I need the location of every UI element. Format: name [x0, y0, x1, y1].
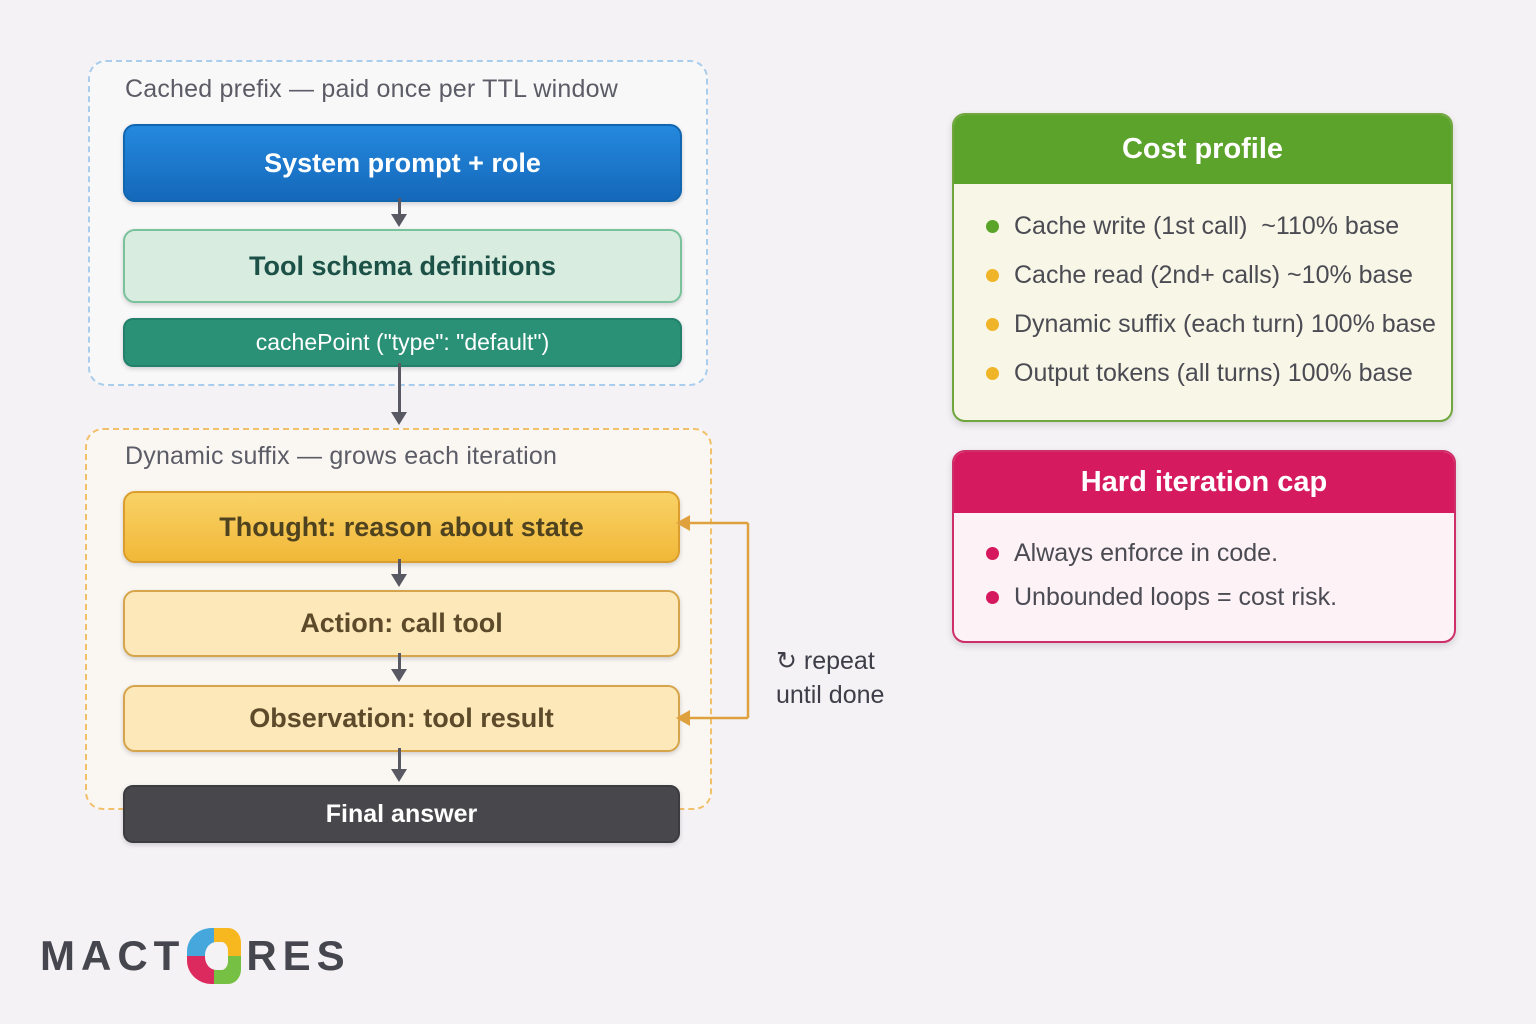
cached-prefix-title: Cached prefix — paid once per TTL window — [125, 75, 618, 103]
node-action: Action: call tool — [123, 590, 680, 657]
bullet-amber-icon — [986, 318, 999, 331]
list-item: Unbounded loops = cost risk. — [986, 575, 1434, 619]
hard-iteration-cap-list: Always enforce in code. Unbounded loops … — [954, 513, 1454, 641]
arrow-observation-to-final-icon — [391, 748, 407, 782]
arrow-system-to-schema-icon — [391, 198, 407, 227]
loop-label: ↻ repeat until done — [776, 644, 884, 712]
node-observation: Observation: tool result — [123, 685, 680, 752]
repeat-icon: ↻ — [776, 647, 797, 675]
cost-profile-header: Cost profile — [954, 115, 1451, 184]
arrow-action-to-observation-icon — [391, 653, 407, 682]
node-cache-point: cachePoint ("type": "default") — [123, 318, 682, 367]
loop-arrow-icon — [676, 515, 750, 726]
bullet-green-icon — [986, 220, 999, 233]
mactores-logo: MACT RES — [40, 928, 351, 984]
bullet-pink-icon — [986, 590, 999, 604]
list-item: Dynamic suffix (each turn) 100% base — [986, 300, 1436, 349]
cached-prefix-group: Cached prefix — paid once per TTL window… — [88, 60, 708, 386]
arrow-thought-to-action-icon — [391, 559, 407, 587]
cost-profile-card: Cost profile Cache write (1st call) ~110… — [952, 113, 1453, 422]
arrow-cacheprefix-to-dynamic-icon — [391, 363, 407, 425]
bullet-amber-icon — [986, 367, 999, 380]
mactores-o-icon — [187, 928, 242, 984]
node-tool-schema: Tool schema definitions — [123, 229, 682, 303]
node-thought: Thought: reason about state — [123, 491, 680, 563]
dynamic-suffix-group: Dynamic suffix — grows each iteration Th… — [85, 428, 712, 843]
loop-label-line2: until done — [776, 681, 885, 709]
logo-text-prefix: MACT — [40, 932, 186, 979]
bullet-pink-icon — [986, 546, 999, 560]
bullet-amber-icon — [986, 269, 999, 282]
node-final-answer: Final answer — [123, 785, 680, 843]
list-item: Cache read (2nd+ calls) ~10% base — [986, 251, 1431, 300]
loop-label-line1: repeat — [796, 647, 875, 675]
list-item: Output tokens (all turns) 100% base — [986, 349, 1431, 398]
dynamic-suffix-title: Dynamic suffix — grows each iteration — [125, 442, 558, 470]
list-item: Cache write (1st call) ~110% base — [986, 202, 1431, 251]
logo-text-suffix: RES — [246, 932, 351, 979]
list-item: Always enforce in code. — [986, 531, 1434, 575]
hard-iteration-cap-card: Hard iteration cap Always enforce in cod… — [952, 450, 1456, 643]
cost-profile-list: Cache write (1st call) ~110% base Cache … — [954, 184, 1451, 420]
node-system-prompt: System prompt + role — [123, 124, 682, 202]
hard-iteration-cap-header: Hard iteration cap — [954, 452, 1454, 513]
